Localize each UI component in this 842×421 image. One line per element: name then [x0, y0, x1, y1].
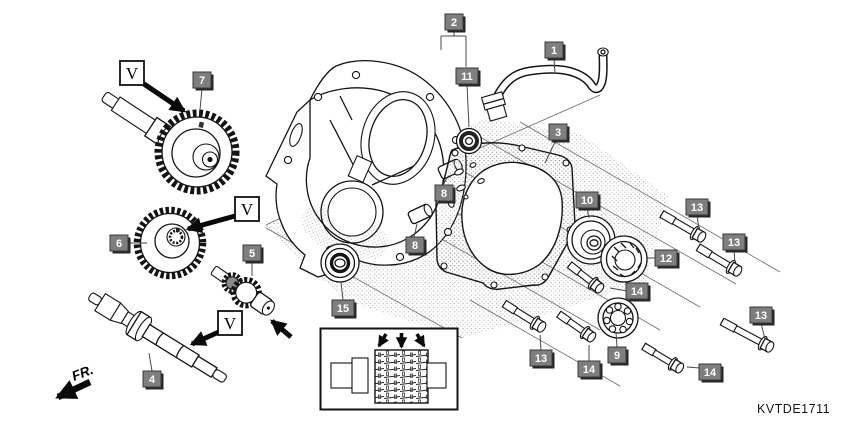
flange-bolt-13-b: [695, 243, 743, 277]
callout-13c: 13: [749, 306, 775, 326]
ball-bearing-9: [597, 297, 639, 339]
svg-text:1: 1: [551, 45, 557, 57]
diagram-code: KVTDE1711: [757, 402, 830, 416]
svg-text:13: 13: [691, 202, 703, 214]
svg-text:8: 8: [412, 240, 418, 252]
view-marker-1: V: [119, 60, 145, 86]
svg-text:14: 14: [631, 286, 644, 298]
callout-13b: 13: [722, 233, 748, 253]
callout-14c: 14: [698, 363, 724, 383]
callout-11: 11: [455, 67, 481, 87]
svg-text:2: 2: [451, 17, 457, 29]
idle-gear-shaft: [210, 265, 275, 316]
callout-3: 3: [548, 123, 570, 143]
svg-text:11: 11: [461, 71, 473, 83]
callout-7: 7: [192, 71, 214, 91]
flange-bolt-13-c: [719, 317, 775, 353]
callout-13a: 13: [685, 198, 711, 218]
callout-8b: 8: [405, 236, 427, 256]
svg-text:6: 6: [116, 238, 122, 250]
flange-bolt-14-a: [566, 261, 605, 294]
callout-15: 15: [331, 299, 357, 319]
callout-6: 6: [109, 234, 131, 254]
input-shaft-gear: [101, 92, 240, 195]
callout-10: 10: [575, 191, 601, 211]
cover-gasket: [435, 142, 576, 290]
svg-text:8: 8: [441, 188, 447, 200]
svg-text:9: 9: [614, 350, 620, 362]
callout-4: 4: [142, 370, 164, 390]
svg-text:4: 4: [149, 374, 156, 386]
view-marker-label: V: [241, 200, 254, 219]
svg-text:3: 3: [555, 127, 561, 139]
svg-text:12: 12: [660, 253, 672, 265]
final-gear: [133, 206, 207, 280]
oil-seal-15: [320, 243, 360, 283]
callout-12: 12: [654, 249, 680, 269]
pointer-arrows: [142, 81, 293, 347]
callout-9: 9: [607, 346, 629, 366]
fr-label: FR.: [70, 362, 96, 384]
breather-hose: [480, 47, 609, 122]
callout-13d: 13: [529, 349, 555, 369]
flange-bolt-13-a: [659, 209, 707, 243]
svg-text:5: 5: [249, 248, 255, 260]
hose-joint: [480, 91, 508, 122]
callout-14a: 14: [625, 282, 651, 302]
callout-2: 2: [444, 13, 466, 33]
flange-bolt-13-d: [501, 299, 547, 333]
view-marker-2: V: [234, 196, 260, 222]
callout-5: 5: [242, 244, 264, 264]
view-marker-label: V: [126, 64, 139, 83]
oil-seal-12: [600, 235, 648, 283]
svg-text:7: 7: [199, 75, 205, 87]
callout-8a: 8: [434, 184, 456, 204]
fr-direction-arrow: FR.: [55, 362, 96, 400]
callout-1: 1: [544, 41, 566, 61]
svg-text:14: 14: [704, 367, 717, 379]
flange-bolt-14-b: [556, 310, 597, 343]
svg-text:15: 15: [337, 303, 349, 315]
v-mark-dot: [198, 121, 205, 128]
flange-bolt-14-c: [641, 342, 685, 374]
dowel-pin-2: [407, 203, 433, 225]
v-mark-dot: [176, 228, 180, 232]
svg-text:14: 14: [583, 364, 596, 376]
oil-seal-11: [455, 127, 483, 155]
svg-text:13: 13: [535, 353, 547, 365]
svg-text:10: 10: [581, 195, 593, 207]
callout-14b: 14: [577, 360, 603, 380]
inset-detail-box: [319, 327, 459, 411]
svg-text:13: 13: [728, 237, 740, 249]
final-shaft: [88, 292, 227, 383]
svg-text:13: 13: [755, 310, 767, 322]
view-marker-label: V: [224, 314, 237, 333]
view-marker-3: V: [217, 310, 243, 336]
